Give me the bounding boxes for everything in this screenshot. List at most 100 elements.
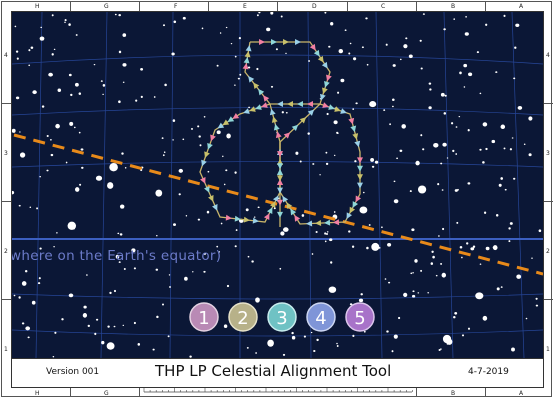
- star: [503, 147, 506, 150]
- star: [203, 252, 207, 255]
- constellation-marker: [243, 216, 250, 223]
- star: [279, 267, 282, 270]
- star: [226, 133, 231, 139]
- star: [360, 293, 363, 296]
- star: [492, 245, 498, 251]
- star: [28, 49, 31, 52]
- star: [285, 52, 287, 55]
- star: [178, 168, 184, 173]
- constellation-marker: [204, 186, 210, 193]
- star: [513, 177, 516, 180]
- constellation-marker: [307, 109, 315, 116]
- star: [199, 144, 202, 147]
- star: [440, 162, 443, 165]
- number-selector: 1 2 3 4 5: [189, 302, 375, 332]
- constellation-marker: [283, 39, 289, 45]
- star: [25, 326, 31, 331]
- constellation-marker: [322, 102, 329, 108]
- star: [363, 191, 365, 194]
- star: [81, 166, 84, 169]
- constellation-marker: [277, 169, 283, 175]
- star: [422, 13, 425, 15]
- constellation-marker: [271, 116, 278, 123]
- star: [438, 348, 441, 352]
- star: [189, 355, 192, 358]
- star: [399, 149, 403, 152]
- star: [283, 227, 289, 232]
- star: [30, 46, 34, 49]
- star: [282, 353, 286, 356]
- star: [173, 20, 177, 24]
- star-map[interactable]: where on the Earth's equator): [12, 12, 543, 358]
- constellation-marker: [352, 133, 359, 140]
- star: [472, 245, 476, 248]
- constellation-marker: [340, 108, 347, 114]
- star: [48, 72, 53, 77]
- star: [511, 347, 515, 352]
- star: [94, 332, 97, 336]
- col-label-top: A: [519, 3, 524, 10]
- star: [198, 135, 201, 138]
- col-label-bottom: B: [451, 390, 456, 397]
- star: [32, 90, 37, 95]
- star: [18, 204, 21, 207]
- selector-option-2[interactable]: 2: [228, 302, 258, 332]
- star: [437, 182, 440, 186]
- star: [408, 54, 413, 59]
- star: [161, 137, 164, 139]
- star: [466, 242, 469, 245]
- star: [74, 187, 80, 192]
- page-title: THP LP Celestial Alignment Tool: [155, 362, 392, 380]
- constellation-marker: [277, 211, 283, 218]
- star: [538, 229, 542, 233]
- star: [363, 330, 366, 333]
- star: [36, 207, 39, 210]
- star: [248, 106, 251, 109]
- star: [57, 88, 62, 93]
- star: [122, 324, 125, 327]
- star: [119, 204, 125, 209]
- star: [64, 19, 67, 22]
- constellation-marker: [252, 217, 259, 224]
- star: [463, 86, 466, 88]
- star: [281, 111, 284, 114]
- star: [156, 234, 158, 237]
- selector-option-3[interactable]: 3: [267, 302, 297, 332]
- star: [206, 210, 210, 214]
- constellation-marker: [245, 45, 252, 52]
- star: [366, 246, 369, 250]
- star: [275, 48, 278, 51]
- star: [12, 128, 16, 133]
- star: [53, 246, 55, 248]
- star: [392, 98, 395, 101]
- star: [431, 250, 434, 253]
- star: [245, 208, 249, 212]
- star: [336, 342, 338, 345]
- sky-canvas: [12, 12, 543, 358]
- selector-option-1[interactable]: 1: [189, 302, 219, 332]
- constellation-marker: [348, 117, 355, 125]
- star: [121, 152, 124, 155]
- star: [433, 142, 439, 148]
- star: [531, 257, 533, 259]
- star: [319, 174, 321, 176]
- constellation-marker: [227, 116, 235, 123]
- star-field: [12, 12, 542, 358]
- star: [483, 211, 487, 214]
- star: [68, 293, 74, 298]
- constellation-marker: [299, 117, 307, 124]
- star: [459, 245, 463, 249]
- selector-option-5[interactable]: 5: [345, 302, 375, 332]
- star: [366, 63, 369, 66]
- star: [420, 269, 423, 272]
- star: [401, 124, 406, 129]
- star: [420, 134, 423, 137]
- star: [312, 163, 315, 165]
- constellation-marker: [277, 163, 283, 170]
- constellation-marker: [222, 119, 230, 126]
- constellation-marker: [333, 219, 340, 226]
- selector-option-4[interactable]: 4: [306, 302, 336, 332]
- star: [225, 169, 228, 172]
- star: [173, 223, 176, 226]
- star: [535, 304, 539, 307]
